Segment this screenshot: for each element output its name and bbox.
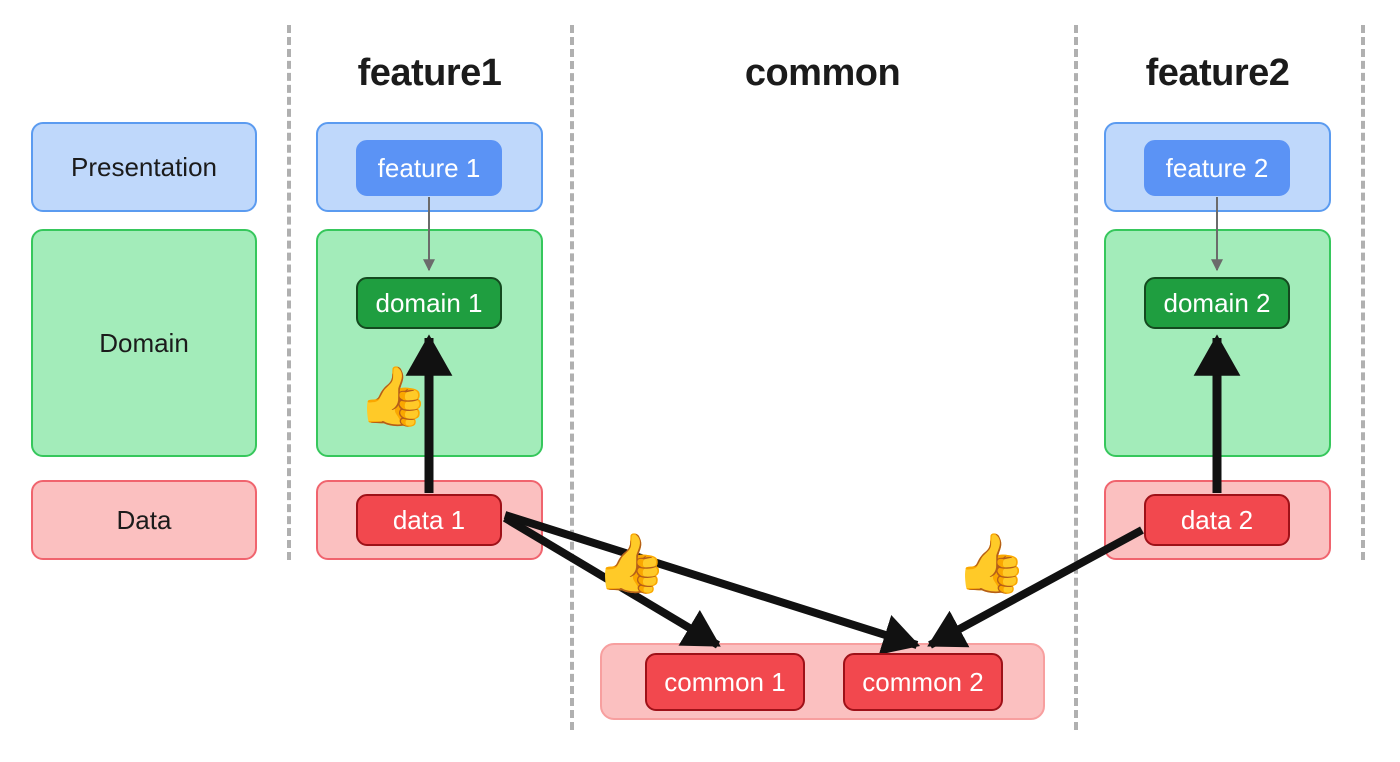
edge-data1-to-common2 bbox=[503, 511, 921, 655]
separator-common-feature2 bbox=[1074, 25, 1078, 730]
legend-label-domain: Domain bbox=[99, 327, 189, 358]
node-feature-2[interactable]: feature 2 bbox=[1144, 140, 1290, 196]
thumbs-up-icon-data1-common: 👍 bbox=[595, 531, 668, 596]
node-feature-1[interactable]: feature 1 bbox=[356, 140, 502, 196]
node-common-1[interactable]: common 1 bbox=[645, 653, 805, 711]
node-data-1[interactable]: data 1 bbox=[356, 494, 502, 546]
thumbs-up-icon-data2-common: 👍 bbox=[955, 531, 1028, 596]
legend-layer-data: Data bbox=[31, 480, 257, 560]
node-common-2[interactable]: common 2 bbox=[843, 653, 1003, 711]
node-domain-1[interactable]: domain 1 bbox=[356, 277, 502, 329]
separator-left-legend bbox=[287, 25, 291, 560]
legend-layer-presentation: Presentation bbox=[31, 122, 257, 212]
node-domain-2[interactable]: domain 2 bbox=[1144, 277, 1290, 329]
node-data-2[interactable]: data 2 bbox=[1144, 494, 1290, 546]
column-header-feature1: feature1 bbox=[357, 52, 502, 94]
legend-label-data: Data bbox=[116, 504, 172, 535]
legend-label-presentation: Presentation bbox=[71, 151, 217, 182]
legend-layer-domain: Domain bbox=[31, 229, 257, 457]
feature1-domain-layer bbox=[316, 229, 543, 457]
thumbs-up-icon-feature1-domain: 👍 bbox=[357, 364, 430, 429]
separator-feature1-common bbox=[570, 25, 574, 730]
column-header-common: common bbox=[744, 52, 901, 94]
feature2-domain-layer bbox=[1104, 229, 1331, 457]
column-header-feature2: feature2 bbox=[1145, 52, 1290, 94]
separator-right-edge bbox=[1361, 25, 1365, 560]
